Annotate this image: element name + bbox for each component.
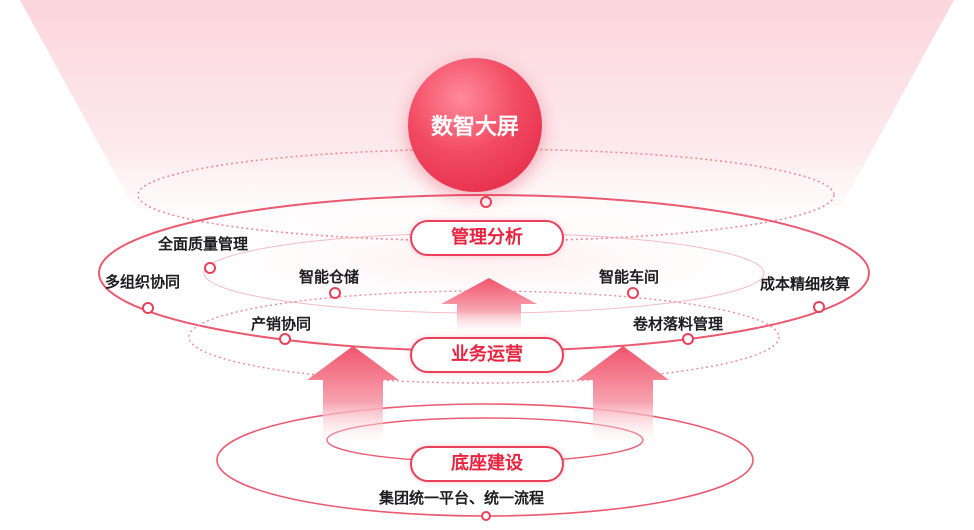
tier-foundation-building[interactable]: 底座建设 — [410, 446, 564, 482]
workshop-dot — [627, 287, 639, 299]
multi-org-dot — [142, 302, 154, 314]
tier-management-analysis[interactable]: 管理分析 — [410, 220, 564, 256]
core-circle: 数智大屏 — [408, 58, 542, 192]
platform-dot — [481, 511, 491, 521]
feature-smart-workshop: 智能车间 — [599, 268, 660, 286]
feature-sales-production-sync: 产销协同 — [251, 315, 312, 333]
lower-dotted-ring — [188, 290, 780, 384]
core-title: 数智大屏 — [430, 115, 519, 140]
sales-dot — [279, 333, 291, 345]
tier-label: 底座建设 — [451, 453, 523, 474]
feature-quality-management: 全面质量管理 — [158, 235, 249, 253]
feature-smart-warehouse: 智能仓储 — [299, 268, 360, 286]
up-arrow-left — [307, 346, 399, 448]
feature-coil-blanking-management: 卷材落料管理 — [633, 315, 724, 333]
feature-unified-platform: 集团统一平台、统一流程 — [379, 489, 545, 507]
core-connector-dot — [480, 196, 492, 208]
warehouse-dot — [329, 287, 341, 299]
up-arrow-center — [441, 278, 537, 336]
tier-label: 业务运营 — [451, 344, 523, 365]
cost-dot — [813, 301, 825, 313]
feature-cost-accounting: 成本精细核算 — [760, 275, 851, 293]
quality-dot — [204, 262, 216, 274]
tier-label: 管理分析 — [451, 227, 523, 248]
up-arrow-right — [577, 346, 669, 448]
coil-dot — [682, 333, 694, 345]
tier-business-operation[interactable]: 业务运营 — [410, 337, 564, 373]
feature-multi-org-collaboration: 多组织协同 — [105, 273, 181, 291]
